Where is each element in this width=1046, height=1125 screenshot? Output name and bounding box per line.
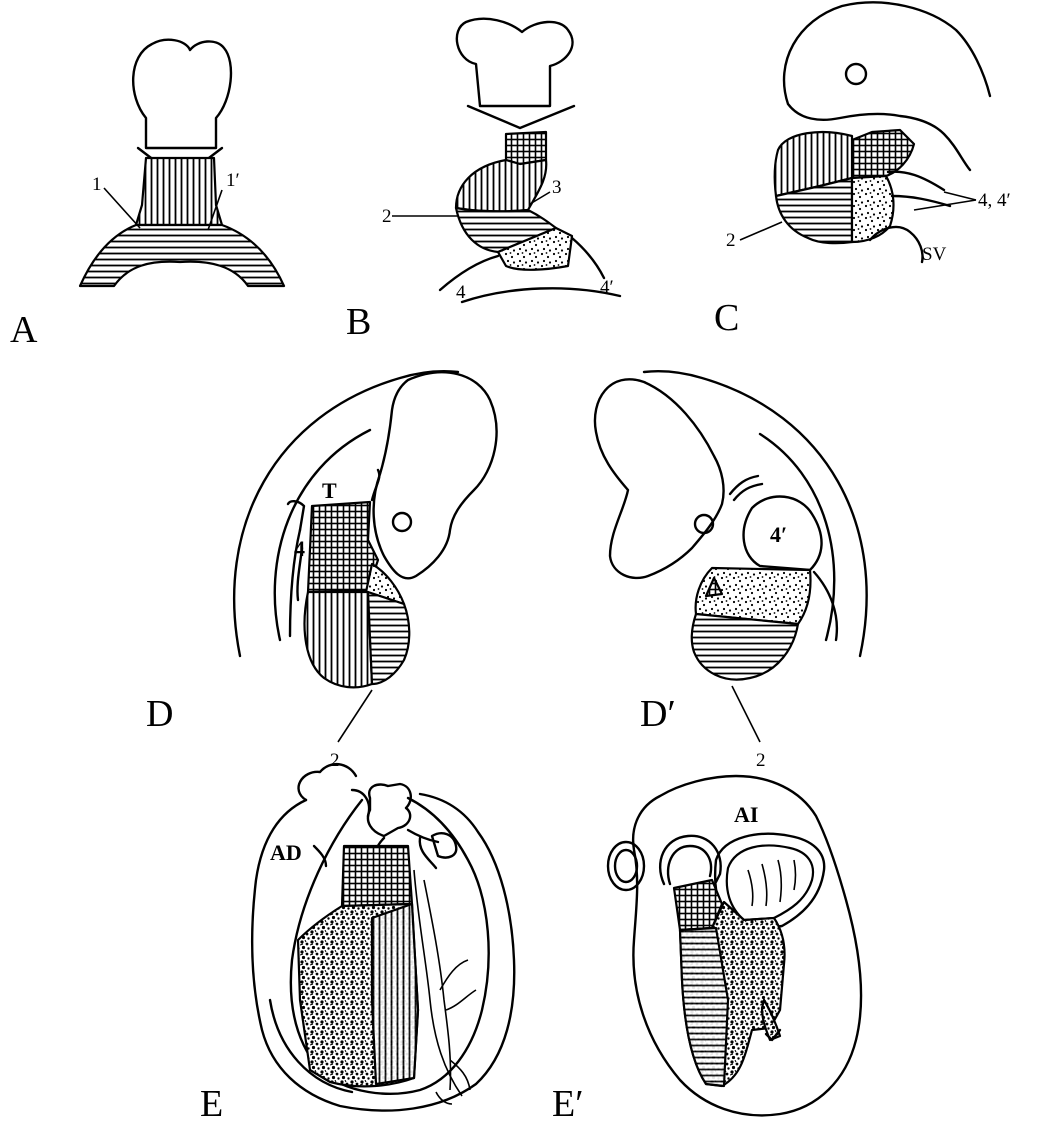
panel-b-head bbox=[457, 19, 573, 106]
panel-b-notch bbox=[468, 106, 574, 128]
panel-c-atrium bbox=[852, 176, 893, 242]
panel-b: 2 3 4 4′ B bbox=[346, 19, 620, 343]
panel-c-eye bbox=[846, 64, 866, 84]
panel-d-head bbox=[374, 372, 497, 578]
panel-d: T 4 2 D bbox=[146, 371, 497, 771]
panel-d-prime-lead-4p: 4′ bbox=[770, 522, 787, 547]
panel-b-lead-4: 4 bbox=[456, 282, 466, 303]
panel-d-lead-4: 4 bbox=[294, 536, 305, 561]
panel-c-outflow bbox=[852, 130, 914, 178]
panel-d-outflow-trunk bbox=[308, 502, 378, 592]
panel-e-prime-ai: AI bbox=[734, 802, 758, 827]
panel-e-outflow bbox=[342, 846, 412, 906]
panel-c-lead-2: 2 bbox=[726, 230, 736, 251]
panel-a-arch bbox=[80, 225, 284, 286]
panel-e-prime-ventricle-left bbox=[680, 928, 728, 1086]
panel-a: 1 1′ A bbox=[10, 40, 284, 351]
panel-d-ventricle-left bbox=[305, 592, 372, 687]
panel-d-prime-lead-2: 2 bbox=[756, 750, 766, 771]
panel-b-ventricle-upper bbox=[456, 160, 546, 211]
panel-e-prime-label: E′ bbox=[552, 1083, 584, 1125]
panel-e-prime-left-atrium bbox=[727, 845, 813, 920]
panel-a-label: A bbox=[10, 309, 38, 351]
panel-d-eye bbox=[393, 513, 411, 531]
panel-d-prime: 4′ 2 D′ bbox=[595, 371, 867, 771]
panel-d-label: D bbox=[146, 693, 173, 735]
panel-c-sv: SV bbox=[922, 244, 947, 265]
panel-b-lead-2: 2 bbox=[382, 206, 392, 227]
panel-e: AD E bbox=[200, 764, 514, 1125]
panel-e-aorta bbox=[368, 784, 411, 836]
panel-d-prime-ventricle bbox=[692, 614, 798, 680]
panel-d-lead-2: 2 bbox=[330, 750, 340, 771]
panel-c-label: C bbox=[714, 297, 739, 339]
panel-b-label: B bbox=[346, 301, 371, 343]
panel-b-lead-3: 3 bbox=[552, 177, 562, 198]
panel-d-prime-label: D′ bbox=[640, 693, 676, 735]
panel-b-outflow bbox=[506, 132, 546, 164]
panel-a-tube bbox=[136, 158, 222, 225]
panel-d-ventricle-right bbox=[368, 592, 409, 684]
panel-b-lead-4p: 4′ bbox=[600, 277, 614, 298]
panel-e-ventricle-right bbox=[372, 904, 418, 1084]
panel-c-lead-44: 4, 4′ bbox=[978, 190, 1011, 211]
panel-e-label: E bbox=[200, 1083, 223, 1125]
panel-a-lead-1p: 1′ bbox=[226, 170, 240, 191]
panel-e-ad: AD bbox=[270, 840, 302, 865]
panel-c: 2 4, 4′ SV C bbox=[714, 2, 1011, 339]
panel-e-prime: AI E′ bbox=[552, 776, 861, 1125]
panel-a-lead-1: 1 bbox=[92, 174, 102, 195]
panel-a-head bbox=[133, 40, 231, 148]
panel-d-prime-head bbox=[595, 379, 724, 578]
panel-d-t: T bbox=[322, 478, 337, 503]
